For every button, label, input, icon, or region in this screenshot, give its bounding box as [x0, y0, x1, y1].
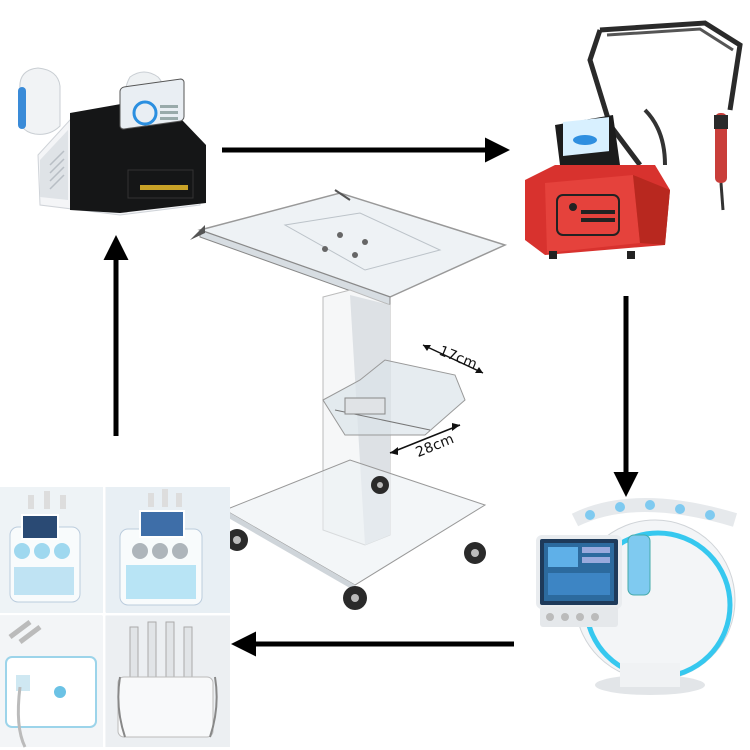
picosecond-laser-machine-icon [525, 20, 743, 259]
hydrafacial-smart-ice-blue-machine-icon [536, 498, 738, 695]
trolley-cart-icon [190, 189, 508, 610]
ems-sculpting-machine-icon [18, 67, 206, 216]
hydrafacial-machine-grid-icon [0, 487, 230, 748]
